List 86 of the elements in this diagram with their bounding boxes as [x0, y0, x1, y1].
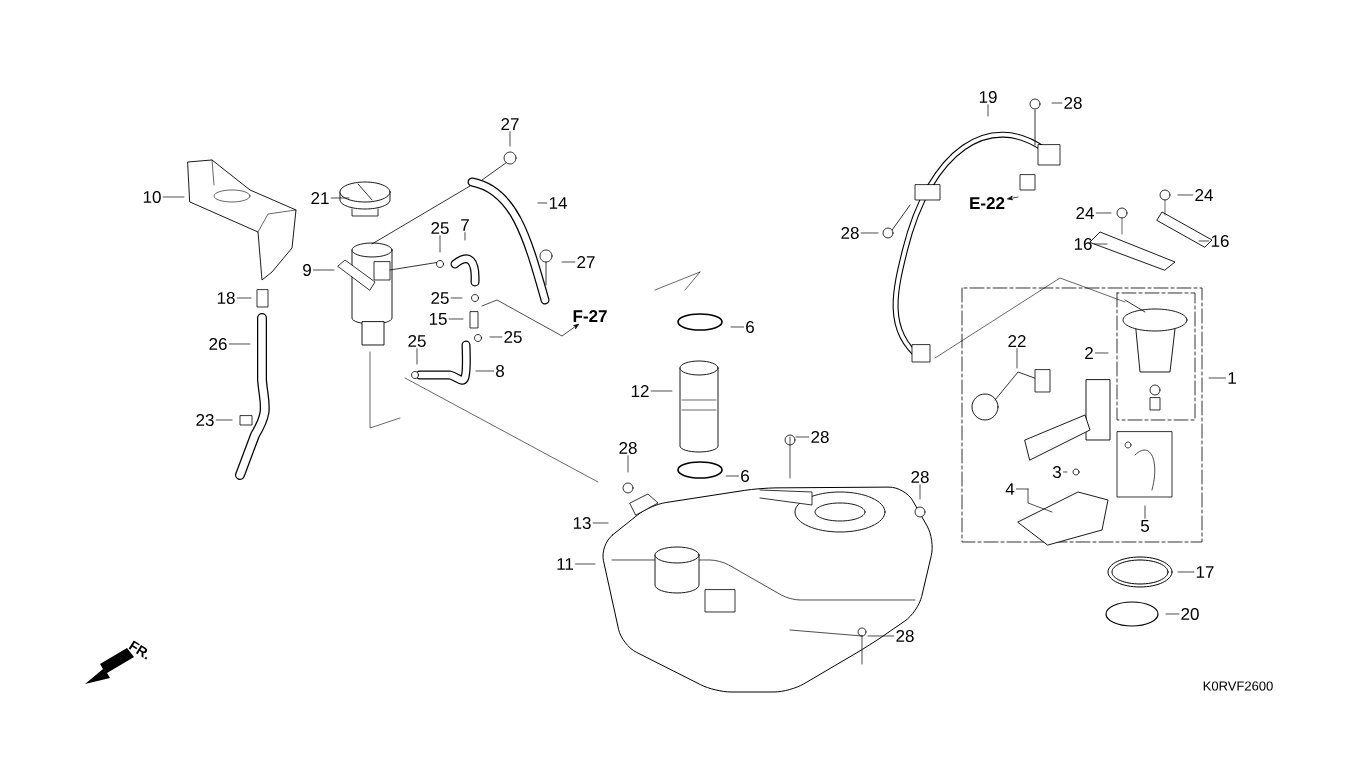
- leader-line: [537, 202, 548, 204]
- leader-line: [439, 235, 441, 253]
- leader-line: [1177, 194, 1194, 196]
- callout-number: 6: [746, 321, 754, 333]
- leader-line: [789, 436, 810, 479]
- callout-number: 9: [303, 264, 311, 276]
- leader-line: [1144, 505, 1146, 519]
- leader-line: [987, 104, 989, 117]
- callout-number: 28: [911, 471, 929, 483]
- callout-number: 26: [209, 338, 227, 350]
- reference-arrow: [481, 299, 579, 337]
- drawing-code: K0RVF2600: [1203, 681, 1273, 691]
- leader-line: [475, 370, 494, 372]
- callout-number: 13: [573, 517, 591, 529]
- direction-label: FR.: [128, 640, 148, 660]
- callout-number: 12: [631, 385, 649, 397]
- callout-number: 25: [504, 331, 522, 343]
- callout-number: 16: [1074, 238, 1092, 250]
- callout-number: 23: [196, 414, 214, 426]
- leader-line: [1016, 488, 1053, 513]
- callout-number: 14: [549, 197, 567, 209]
- callout-number: 8: [496, 365, 504, 377]
- callout-number: 21: [311, 192, 329, 204]
- callout-number: 11: [557, 558, 573, 570]
- leader-line: [1198, 240, 1210, 242]
- leader-line: [1093, 243, 1108, 245]
- leader-line: [162, 196, 185, 198]
- leader-line: [1063, 471, 1068, 473]
- callout-number: 2: [1085, 347, 1093, 359]
- callout-number: 10: [143, 191, 161, 203]
- leader-line: [228, 343, 251, 345]
- leader-line: [464, 232, 466, 241]
- leader-line: [416, 348, 418, 365]
- callout-number: 28: [619, 442, 637, 454]
- leader-line: [313, 269, 335, 271]
- callout-number: 4: [1005, 483, 1015, 495]
- callout-number: 24: [1195, 189, 1213, 201]
- callout-number: 27: [501, 118, 519, 130]
- leader-line: [860, 232, 879, 234]
- callout-number: 20: [1181, 607, 1199, 620]
- leader-line: [1095, 212, 1112, 214]
- leader-line: [561, 261, 576, 263]
- leader-line: [448, 318, 464, 320]
- leader-line: [450, 297, 463, 299]
- callout-number: 28: [811, 431, 829, 443]
- leader-line: [725, 475, 739, 477]
- callout-number: 1: [1228, 372, 1236, 384]
- leader-line: [1016, 348, 1018, 369]
- leader-line: [650, 390, 673, 392]
- leader-line: [330, 197, 350, 199]
- leader-line: [1208, 377, 1226, 379]
- callout-number: 6: [741, 470, 749, 482]
- reference-arrow: [1007, 196, 1019, 201]
- callout-number: 28: [841, 227, 859, 239]
- leader-line: [1165, 613, 1180, 615]
- leader-line: [509, 131, 511, 147]
- callout-number: 7: [461, 219, 469, 231]
- leader-line: [592, 522, 609, 524]
- callout-number: 24: [1076, 207, 1094, 219]
- leader-line: [627, 455, 629, 473]
- callout-number: 28: [896, 629, 914, 642]
- leader-line: [730, 326, 744, 328]
- callout-number: 5: [1140, 520, 1149, 532]
- callout-number: 25: [431, 222, 449, 234]
- callout-number: 25: [408, 335, 426, 347]
- callout-number: 3: [1052, 466, 1061, 478]
- leader-line: [215, 419, 233, 421]
- leader-line: [489, 336, 503, 338]
- callout-number: 16: [1211, 235, 1229, 247]
- callout-number: 19: [979, 91, 997, 103]
- leader-line: [236, 297, 252, 299]
- callout-number: 25: [431, 292, 449, 304]
- leader-line: [1177, 571, 1195, 573]
- callout-number: 18: [217, 292, 235, 304]
- leader-line: [1095, 352, 1109, 354]
- callout-number: 17: [1196, 566, 1214, 578]
- leader-line: [919, 484, 921, 500]
- callout-number: 27: [577, 256, 595, 268]
- leader-line: [789, 629, 895, 665]
- callout-number: 22: [1008, 335, 1026, 347]
- callout-number: 15: [429, 313, 447, 325]
- reference-code: F-27: [573, 310, 607, 322]
- reference-code: E-22: [970, 197, 1005, 209]
- leader-line: [575, 563, 596, 565]
- leader-line: [1051, 102, 1063, 104]
- callout-number: 28: [1064, 97, 1082, 109]
